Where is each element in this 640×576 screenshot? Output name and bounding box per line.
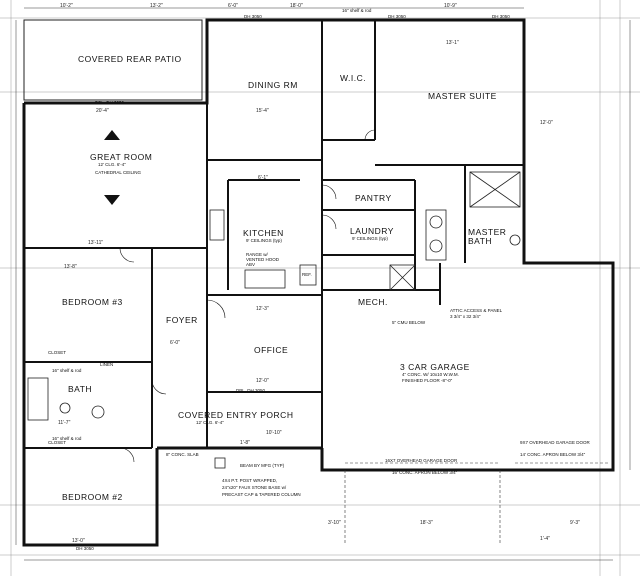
toilet-icon (509, 234, 521, 246)
post-note-1: 4X4 P.T. POST WRAPPED, (222, 478, 278, 483)
post-note-3: PRECAST CAP & TAPERED COLUMN (222, 492, 301, 497)
kitchen-label: KITCHEN (243, 228, 284, 238)
laundry-label: LAUNDRY (350, 226, 394, 236)
exterior-walls (22, 18, 615, 547)
dimension-porch: 10'-10" (266, 430, 282, 436)
linen-label: LINEN (100, 362, 114, 367)
cathedral-ceiling-note: CATHEDRAL CEILING (95, 170, 142, 175)
garage-note-2: FINISHED FLOOR -8"-0" (402, 378, 453, 383)
great-room-label: GREAT ROOM (90, 152, 153, 162)
pantry-label: PANTRY (355, 193, 392, 203)
bath-toilet-icon (59, 402, 71, 414)
doors (119, 129, 376, 463)
dimension-kitchen: 6'-1" (258, 175, 268, 181)
dimension-top-5: 10'-9" (444, 3, 457, 9)
interior-walls (24, 20, 524, 449)
shelf-note-wic: 16" shelf & rod (342, 8, 372, 13)
dimension-office-2: 12'-0" (256, 378, 269, 384)
down-arrow-icon (104, 195, 120, 205)
tub-fixture (27, 377, 49, 421)
master-suite-label: MASTER SUITE (428, 91, 497, 101)
dimension-bed3: 13'-8" (64, 264, 77, 270)
apron-note-16: 16' CONC. APRON BELOW 3/4" (392, 470, 458, 475)
dimension-garage-1: 18'-3" (420, 520, 433, 526)
dimension-lines (15, 7, 631, 561)
dimension-top-4: 18'-0" (290, 3, 303, 9)
slab-note: 8" CONC. SLAB (166, 452, 199, 457)
bath-sink-icon (91, 405, 105, 419)
cmu-below-note: 5" CMU BELOW (392, 320, 426, 325)
closet-label-bed2: CLOSET (48, 440, 67, 445)
mech-unit (389, 264, 416, 291)
dimension-post: 1'-8" (240, 440, 250, 446)
laundry-fixture (425, 209, 447, 261)
dimension-office: 12'-3" (256, 306, 269, 312)
garage-doors (344, 462, 608, 545)
post-note-2: 24"x20" FAUX STONE BASE w/ (222, 485, 287, 490)
kitchen-ceiling-note: 9' CEILINGS (typ) (246, 238, 282, 243)
dimension-garage-3: 3'-10" (328, 520, 341, 526)
bedroom3-label: BEDROOM #3 (62, 297, 123, 307)
sink-fixture (209, 209, 225, 241)
dimension-top-2: 13'-2" (150, 3, 163, 9)
dimension-foyer: 6'-0" (170, 340, 180, 346)
bedroom2-label: BEDROOM #2 (62, 492, 123, 502)
entry-ceiling-note: 12' CLG. 6'-4" (196, 420, 224, 425)
apron-note-14: 14' CONC. APRON BELOW 3/4" (520, 452, 586, 457)
overhead-door-9x7: 9X7 OVERHEAD GARAGE DOOR (520, 440, 590, 445)
dimension-top-3: 6'-0" (228, 3, 238, 9)
window-dh3050-dining: DH 3050 (244, 14, 262, 19)
dimension-great-room: 13'-11" (88, 240, 104, 246)
attic-access-note-2: 3 3/4" x 32 3/4" (450, 314, 481, 319)
range-note: RANGE w/ VENTED HOOD ABV (246, 252, 280, 267)
closet-label-bed3: CLOSET (48, 350, 67, 355)
ref-label: REF. (302, 272, 312, 277)
window-dbl-dh3050-great: DBL. DH 3050 (95, 100, 125, 105)
office-label: OFFICE (254, 345, 289, 355)
laundry-ceiling-note: 9' CEILINGS (typ) (352, 236, 388, 241)
arrows (104, 130, 120, 205)
dimension-master-depth: 12'-0" (540, 120, 553, 126)
range-fixture (244, 269, 286, 289)
dimension-bath: 11'-7" (58, 420, 71, 426)
dimension-master-width: 13'-1" (446, 40, 459, 46)
dimension-top-1: 10'-2" (60, 3, 73, 9)
window-dh3050-bed2: DH 3050 (76, 546, 94, 551)
shower-fixture (469, 171, 521, 208)
bath-label: BATH (68, 384, 93, 394)
covered-rear-patio-label: COVERED REAR PATIO (78, 54, 182, 64)
up-arrow-icon (104, 130, 120, 140)
dining-room-label: DINING RM (248, 80, 298, 90)
attic-access-note-1: ATTIC ACCESS & PANEL (450, 308, 503, 313)
shelf-note-bed2: 16" shelf & rod (52, 436, 82, 441)
shelf-note-bed3: 16" shelf & rod (52, 368, 82, 373)
patio-outline (23, 19, 203, 101)
dimension-garage-4: 1'-4" (540, 536, 550, 542)
wic-label: W.I.C. (340, 73, 367, 83)
refrigerator-fixture (299, 264, 317, 286)
covered-entry-porch-label: COVERED ENTRY PORCH (178, 410, 294, 420)
dimension-great-room-top: 20'-4" (96, 108, 109, 114)
great-room-ceiling-note: 12' CLG. 6'-4" (98, 162, 126, 167)
garage-label: 3 CAR GARAGE (400, 362, 470, 372)
dimension-garage-2: 9'-3" (570, 520, 580, 526)
washer-icon (429, 215, 443, 229)
dimension-dining: 15'-4" (256, 108, 269, 114)
dimension-bed2: 13'-0" (72, 538, 85, 544)
window-dh3050-wic: DH 3050 (388, 14, 406, 19)
window-dbl-dh3050-office: DBL. DH 3050 (236, 388, 266, 393)
master-bath-label: MASTER BATH (468, 227, 507, 246)
foyer-label: FOYER (166, 315, 198, 325)
fixtures (27, 171, 521, 469)
mech-label: MECH. (358, 297, 388, 307)
overhead-door-16x7: 16X7 OVERHEAD GARAGE DOOR (385, 458, 458, 463)
dryer-icon (429, 239, 443, 253)
garage-note-1: 4" CONC. W/ 10x10 W.W.M. (402, 372, 459, 377)
beam-note: BEAM BY MFG (TYP) (240, 463, 285, 468)
porch-post (214, 457, 226, 469)
window-dh3050-master: DH 3050 (492, 14, 510, 19)
